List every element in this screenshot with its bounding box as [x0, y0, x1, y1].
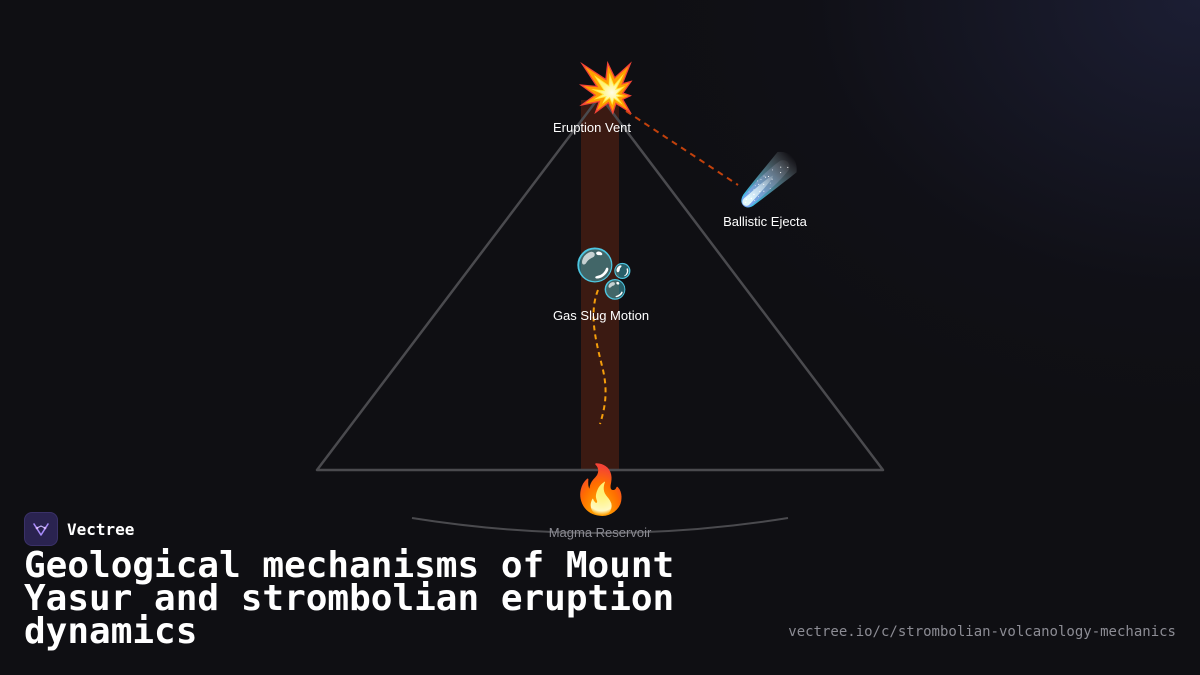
ballistic-ejecta-label: Ballistic Ejecta	[723, 214, 807, 229]
vectree-logo-icon	[24, 512, 58, 546]
eruption-vent-label: Eruption Vent	[552, 120, 632, 135]
page-title: Geological mechanisms of Mount Yasur and…	[24, 545, 675, 652]
brand: Vectree	[24, 512, 134, 546]
gas-slug-motion-label: Gas Slug Motion	[552, 308, 650, 323]
source-url: vectree.io/c/strombolian-volcanology-mec…	[788, 624, 1176, 640]
bubbles-icon: 🫧	[574, 246, 634, 302]
magma-conduit	[581, 100, 619, 470]
comet-icon: ☄️	[739, 152, 799, 208]
gas-slug-path	[592, 289, 607, 425]
brand-name: Vectree	[67, 519, 135, 539]
reservoir-arc	[411, 517, 789, 534]
magma-reservoir-label: Magma Reservoir	[548, 525, 652, 540]
collision-icon: 💥	[576, 60, 636, 116]
volcano-cone-outline	[315, 94, 885, 472]
ejecta-trajectory	[625, 110, 739, 186]
fire-icon: 🔥	[571, 462, 631, 518]
